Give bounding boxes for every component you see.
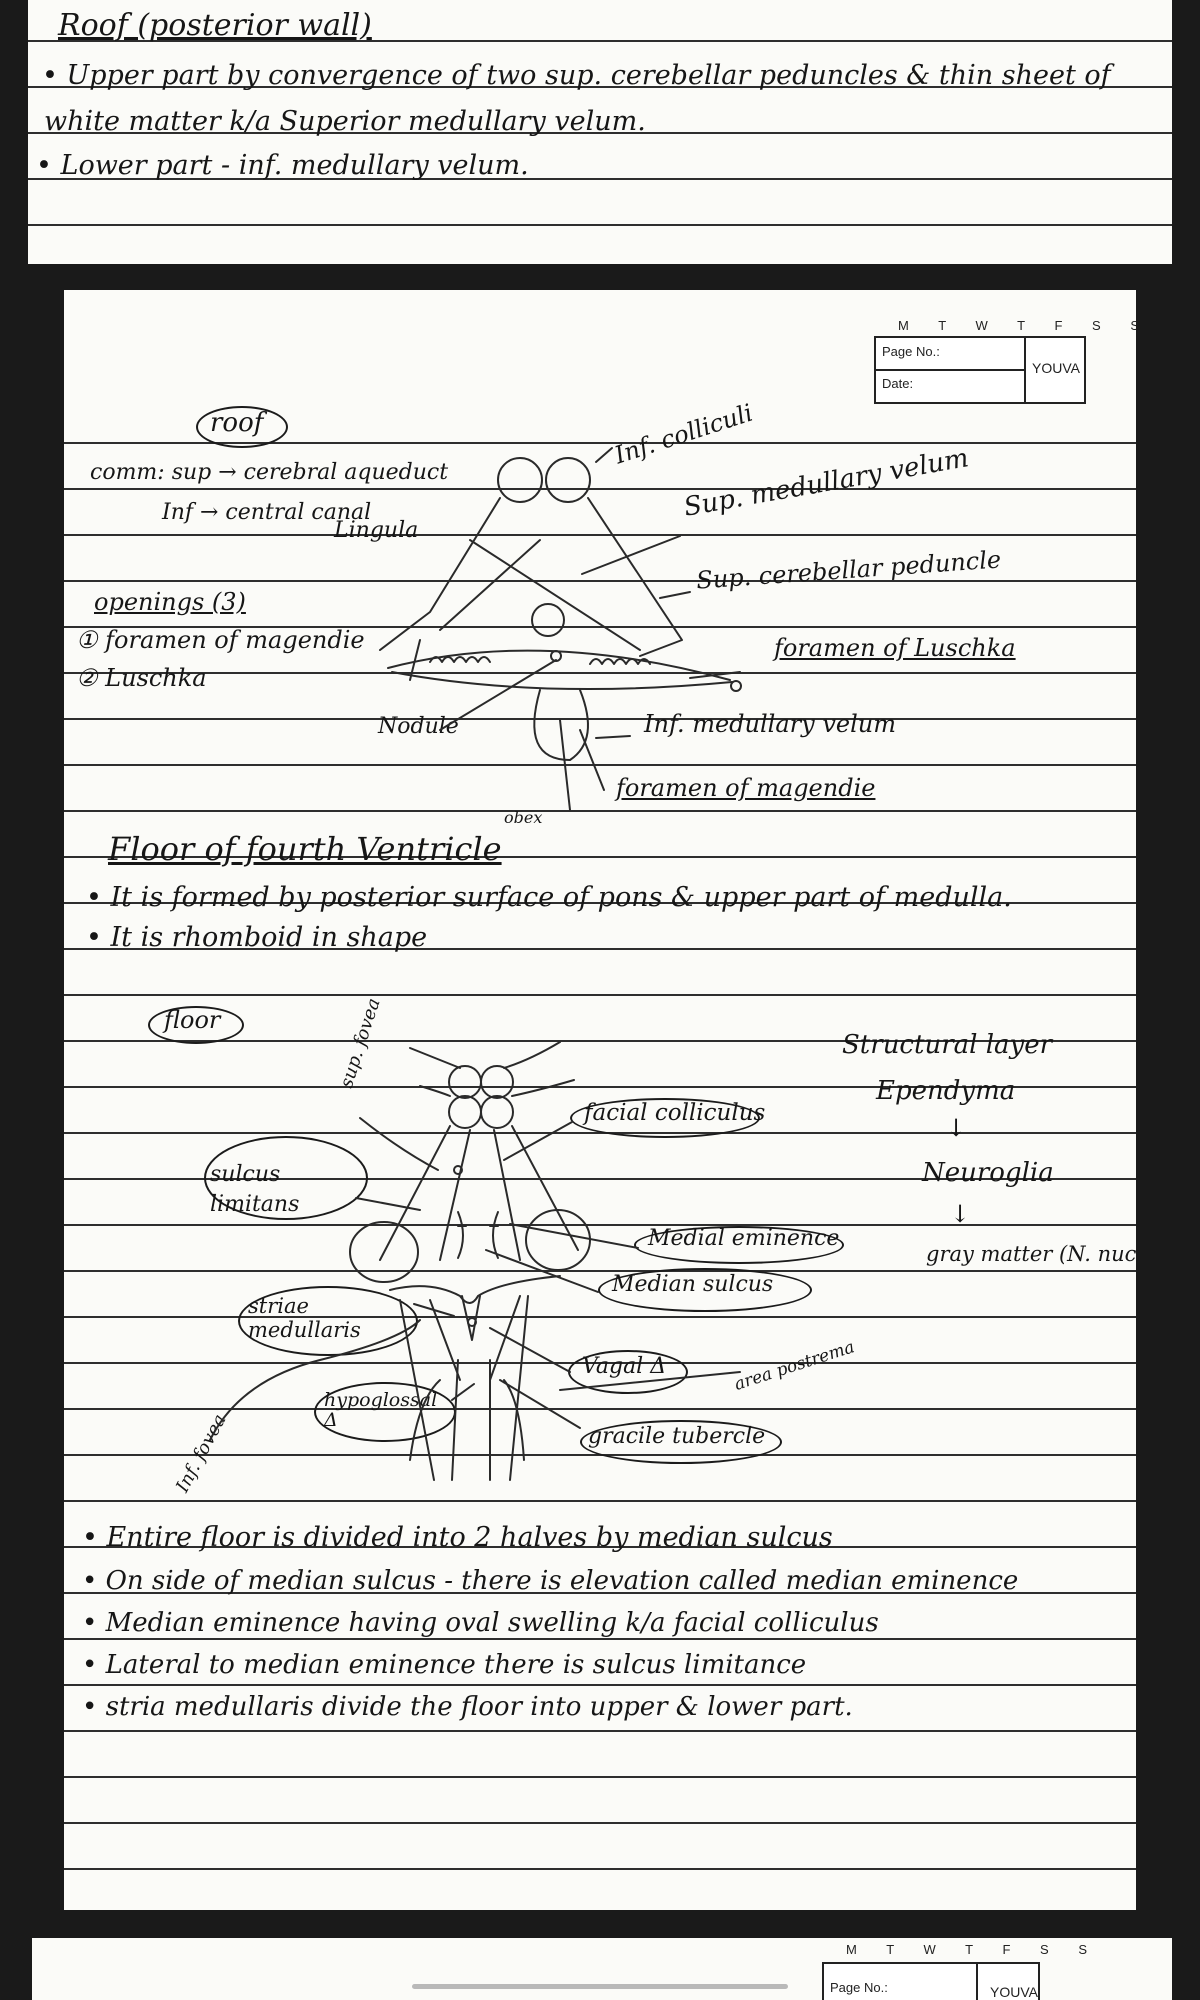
note-line: white matter k/a Superior medullary velu…: [44, 106, 646, 137]
brand-logo: YOUVA: [1032, 360, 1080, 376]
opening-item: ① foramen of magendie: [76, 626, 365, 654]
weekday-row: M T W T F S S: [846, 1942, 1100, 1957]
floor-left-border-upper: [379, 1125, 451, 1261]
home-indicator-bar[interactable]: [412, 1984, 788, 1989]
label-striae-medullaris: striae medullaris: [248, 1294, 361, 1342]
floor-note: • stria medullaris divide the floor into…: [82, 1692, 853, 1722]
nodule-shape: [533, 689, 589, 761]
floor-heading: Floor of fourth Ventricle: [108, 830, 502, 868]
floor-diagram: [209, 1041, 741, 1481]
label-facial-colliculus: facial colliculus: [584, 1100, 766, 1126]
colliculus-lower-left: [448, 1095, 482, 1129]
brand-logo: YOUVA: [990, 1984, 1038, 2000]
sup-velum-pointer: [581, 535, 681, 575]
sup-cerebellar-peduncle-left: [379, 497, 501, 651]
weekday-row: M T W T F S S: [898, 318, 1136, 333]
notebook-page-next: M T W T F S S Page No.: YOUVA: [32, 1938, 1172, 2000]
opening-item: ② Luschka: [76, 664, 207, 692]
floor-intro-line: • It is rhomboid in shape: [86, 922, 428, 953]
colliculus-upper-right: [480, 1065, 514, 1099]
date-label: Date:: [882, 376, 914, 391]
openings-title: openings (3): [94, 588, 246, 616]
label-inf-medullary-velum: Inf. medullary velum: [644, 710, 896, 738]
page-no-label: Page No.:: [830, 1980, 888, 1995]
label-vagal: Vagal Δ: [582, 1354, 667, 1379]
floor-intro-line: • It is formed by posterior surface of p…: [86, 882, 1012, 913]
floor-right-border-upper: [511, 1125, 579, 1251]
label-foramen-luschka: foramen of Luschka: [774, 634, 1016, 662]
layer-neuroglia: Neuroglia: [922, 1158, 1054, 1188]
floor-label-oval: [148, 1006, 244, 1044]
floor-section-label: floor: [164, 1006, 221, 1034]
note-line: • Upper part by convergence of two sup. …: [42, 60, 1111, 91]
magendie-pointer: [579, 729, 605, 791]
label-foramen-magendie: foramen of magendie: [616, 774, 876, 802]
structural-layer-title: Structural layer: [842, 1030, 1053, 1060]
striae-line: [389, 1275, 561, 1304]
page-title: Roof (posterior wall): [58, 8, 372, 43]
note-line: • Lower part - inf. medullary velum.: [36, 150, 529, 181]
label-hypoglossal: hypoglossal Δ: [324, 1389, 438, 1431]
roof-diagram: [379, 447, 742, 811]
cerebellar-peduncle-left: [349, 1221, 419, 1283]
facial-colliculus-oval: [570, 1098, 760, 1138]
sup-cerebellar-peduncle-right: [587, 497, 683, 657]
floor-note: • Median eminence having oval swelling k…: [82, 1608, 879, 1638]
cerebellar-peduncle-right: [525, 1209, 591, 1271]
roof-label-oval: [196, 406, 288, 448]
label-sulcus-limitans: sulcus limitans: [210, 1162, 300, 1217]
inf-fovea-pointer: [209, 1319, 421, 1441]
floor-left-border-lower: [399, 1299, 435, 1481]
floor-right-border-lower: [509, 1295, 529, 1481]
nodule-pointer: [439, 659, 557, 731]
floor-note: • On side of median sulcus - there is el…: [82, 1566, 1019, 1596]
colliculus-upper-left: [448, 1065, 482, 1099]
median-sulcus-oval: [598, 1268, 812, 1312]
comm-inf: Inf → central canal: [162, 500, 372, 525]
floor-note: • Lateral to median eminence there is su…: [82, 1650, 807, 1680]
roof-curve-upper: [387, 649, 731, 681]
gracile-tubercle-oval: [580, 1420, 782, 1464]
label-lingula: Lingula: [334, 518, 419, 543]
label-gracile-tubercle: gracile tubercle: [588, 1424, 766, 1449]
inf-colliculus-left: [497, 457, 543, 503]
page-date-box: [822, 1962, 1040, 2000]
layer-ependyma: Ependyma: [876, 1076, 1016, 1106]
notebook-page-main: M T W T F S S Page No.: Date: YOUVA roof…: [64, 290, 1136, 1910]
layer-arrow: ↓: [950, 1200, 971, 1228]
obex-pointer: [559, 719, 571, 811]
layer-gray-matter: gray matter (N. nuclei): [926, 1242, 1136, 1266]
colliculus-lower-right: [480, 1095, 514, 1129]
striae-medullaris-oval: [238, 1286, 418, 1356]
page-date-box: [874, 336, 1086, 404]
label-median-sulcus: Median sulcus: [612, 1272, 774, 1297]
layer-arrow: ↓: [946, 1114, 967, 1142]
roof-curve-lower: [391, 671, 733, 691]
lingula-shape: [531, 603, 565, 637]
inf-colliculus-right: [545, 457, 591, 503]
floor-note: • Entire floor is divided into 2 halves …: [82, 1522, 833, 1553]
label-obex: obex: [504, 808, 543, 827]
page-no-label: Page No.:: [882, 344, 940, 359]
notebook-page-top: Roof (posterior wall) • Upper part by co…: [28, 0, 1172, 264]
label-medial-eminence: Medial eminence: [648, 1226, 840, 1251]
medial-eminence-oval: [634, 1226, 844, 1264]
roof-section-label: roof: [210, 408, 264, 438]
sulcus-limitans-oval: [204, 1136, 368, 1220]
comm-title: comm: sup → cerebral aqueduct: [90, 460, 449, 485]
